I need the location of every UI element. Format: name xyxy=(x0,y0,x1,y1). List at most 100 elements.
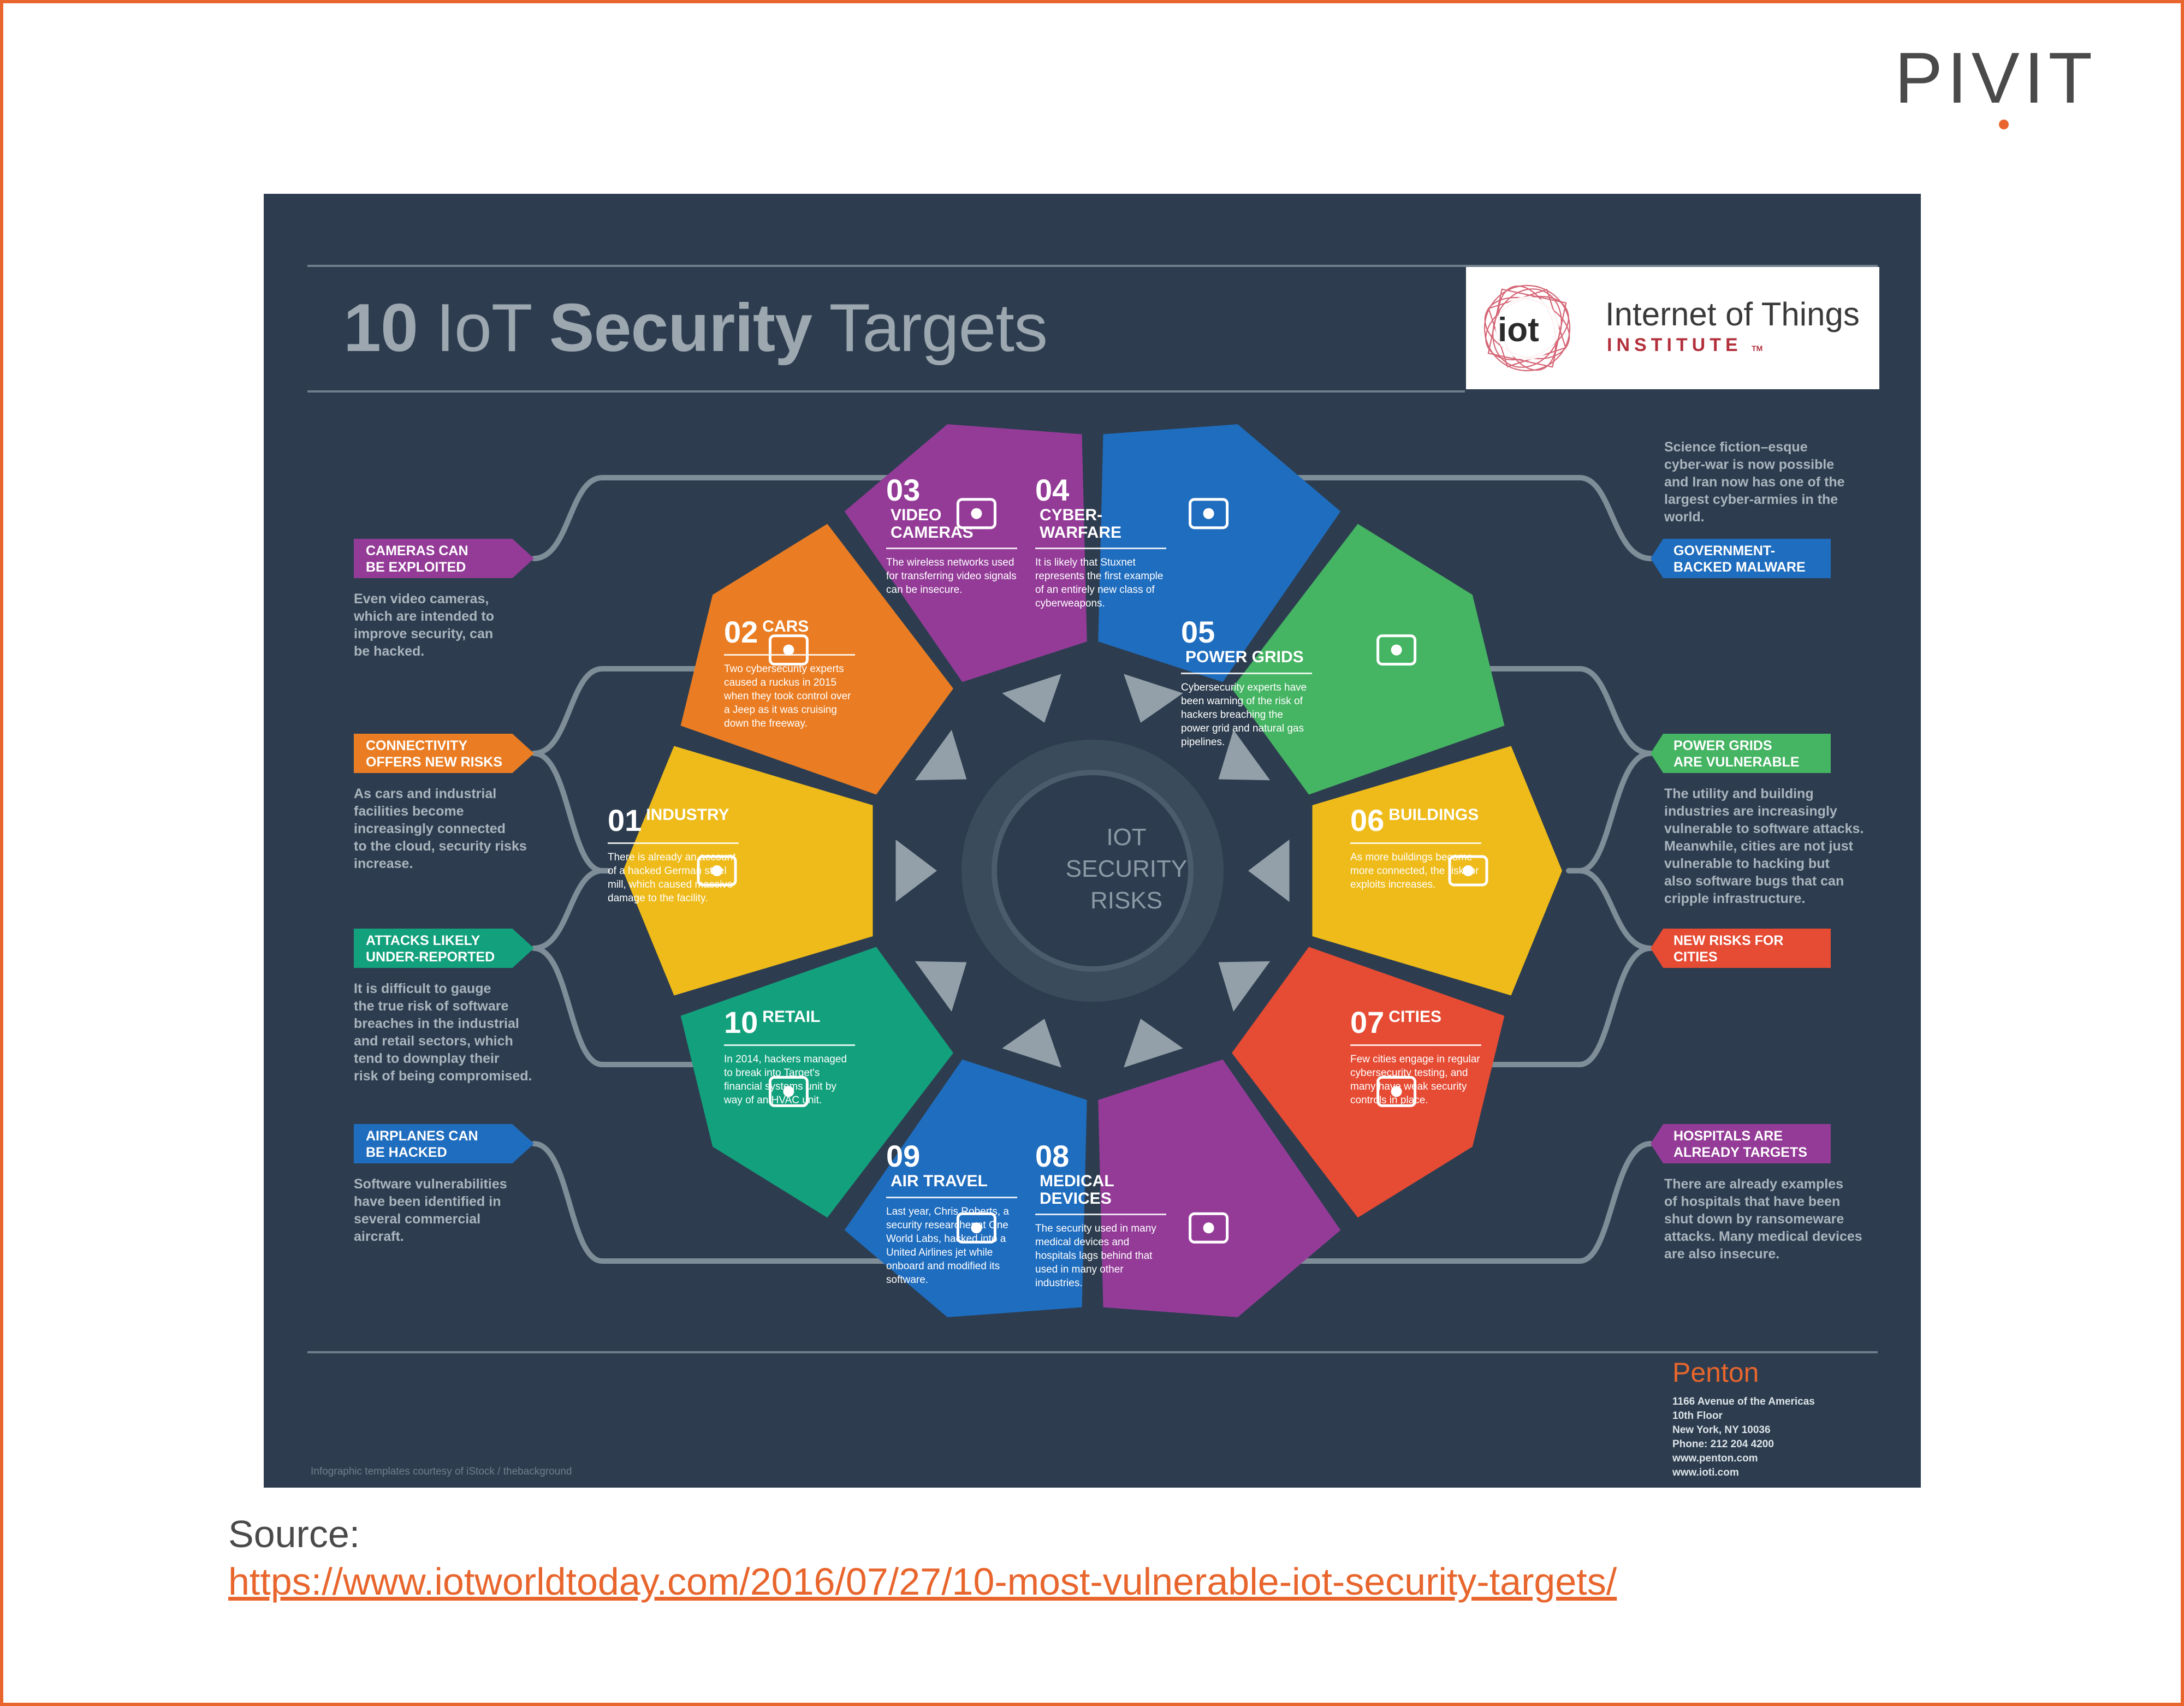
segment-number: 04 xyxy=(1035,473,1070,507)
segment-09-shape xyxy=(844,1059,1087,1317)
segment-description: In 2014, hackers managed to break into T… xyxy=(724,1054,847,1107)
segment-divider xyxy=(1035,1214,1166,1215)
center-arrow xyxy=(915,729,967,781)
segment-description: Two cybersecurity experts caused a rucku… xyxy=(724,663,851,730)
segment-08: 08MEDICAL DEVICES The security used in ma… xyxy=(1035,1141,1166,1290)
segment-divider xyxy=(724,1044,855,1046)
segment-description: Last year, Chris Roberts, a security res… xyxy=(886,1205,1009,1286)
heart-monitor-icon xyxy=(1189,1212,1229,1244)
right-tag-1: GOVERNMENT-BACKED MALWARE xyxy=(1651,539,1831,578)
segment-label: MEDICAL DEVICES xyxy=(1040,1172,1114,1208)
connector-line xyxy=(531,751,610,873)
center-arrow xyxy=(1248,839,1290,902)
connector-line xyxy=(1462,666,1653,756)
title-number: 10 xyxy=(343,290,418,366)
segment-number: 03 xyxy=(886,473,921,507)
center-arrow xyxy=(915,961,967,1012)
segment-divider xyxy=(724,654,855,656)
infographic: 10 IoT Security Targets iot Internet of … xyxy=(264,194,1921,1488)
connector-line xyxy=(531,475,894,561)
center-arrow xyxy=(1124,1019,1183,1068)
target-folder-icon xyxy=(1189,498,1229,530)
center-arrow xyxy=(1124,674,1183,723)
city-icon xyxy=(1376,1075,1417,1107)
connector-line xyxy=(531,1141,894,1264)
address-line: www.penton.com xyxy=(1672,1453,1758,1464)
segment-label: BUILDINGS xyxy=(1388,806,1479,824)
segment-07-shape xyxy=(1232,947,1505,1218)
segment-description: It is likely that Stuxnet represents the… xyxy=(1035,557,1164,610)
address-line: New York, NY 10036 xyxy=(1672,1424,1771,1436)
center-label: IOT SECURITY RISKS xyxy=(1006,822,1247,917)
connector-line xyxy=(1293,475,1653,561)
segment-label: AIR TRAVEL xyxy=(891,1172,988,1190)
connector-line xyxy=(1293,1141,1653,1264)
connector-lines xyxy=(531,475,1653,1264)
center-arrow xyxy=(1218,729,1271,781)
segment-divider xyxy=(1350,842,1481,844)
title-targets: Targets xyxy=(829,290,1048,366)
connector-line xyxy=(1566,751,1653,873)
segment-number: 06 xyxy=(1350,803,1385,837)
segment-label: CARS xyxy=(762,617,809,635)
segment-06-shape xyxy=(1312,746,1562,996)
segment-label: VIDEO CAMERAS xyxy=(891,506,974,542)
center-arrow xyxy=(895,839,937,902)
factory-icon xyxy=(697,855,737,887)
segment-divider xyxy=(1181,672,1312,674)
segment-01-shape xyxy=(623,746,873,996)
segment-04-shape xyxy=(1098,424,1341,682)
shopping-cart-icon xyxy=(768,1075,809,1107)
segment-10-shape xyxy=(680,947,953,1218)
center-arrow xyxy=(1002,1019,1061,1068)
source-link[interactable]: https://www.iotworldtoday.com/2016/07/27… xyxy=(228,1560,1617,1603)
infographic-title: 10 IoT Security Targets xyxy=(343,289,1048,367)
segment-divider xyxy=(1350,1044,1481,1046)
segment-description: The security used in many medical device… xyxy=(1035,1223,1156,1289)
pivit-logo: PIVIT xyxy=(1895,38,2092,129)
segment-number: 08 xyxy=(1035,1139,1070,1173)
segment-label: CYBER-WARFARE xyxy=(1040,506,1121,542)
iot-logo-name: Internet of Things xyxy=(1605,296,1860,332)
center-arrow xyxy=(1218,961,1271,1012)
segment-label: RETAIL xyxy=(762,1008,821,1026)
address-line: 1166 Avenue of the Americas xyxy=(1672,1396,1815,1407)
center-line-1: IOT xyxy=(1106,824,1147,851)
center-line-3: RISKS xyxy=(1090,887,1163,914)
iot-logo-mark-icon xyxy=(1483,284,1571,372)
buildings-icon xyxy=(1448,855,1488,887)
segment-label: CITIES xyxy=(1388,1008,1441,1026)
iot-logo-abbr: iot xyxy=(1498,311,1539,349)
iot-logo-institute: INSTITUTE TM xyxy=(1607,335,1763,355)
airplane-icon xyxy=(956,1212,996,1244)
penton-logo: Penton xyxy=(1672,1357,1759,1388)
connector-line xyxy=(531,946,725,1067)
segment-description: As more buildings become more connected,… xyxy=(1350,852,1479,891)
connector-line xyxy=(531,868,605,951)
segment-number: 01 xyxy=(608,803,642,837)
image-credit: Infographic templates courtesy of iStock… xyxy=(311,1466,572,1477)
title-rule xyxy=(307,390,1465,393)
bottom-rule xyxy=(307,1351,1878,1353)
title-iot: IoT xyxy=(436,290,531,366)
